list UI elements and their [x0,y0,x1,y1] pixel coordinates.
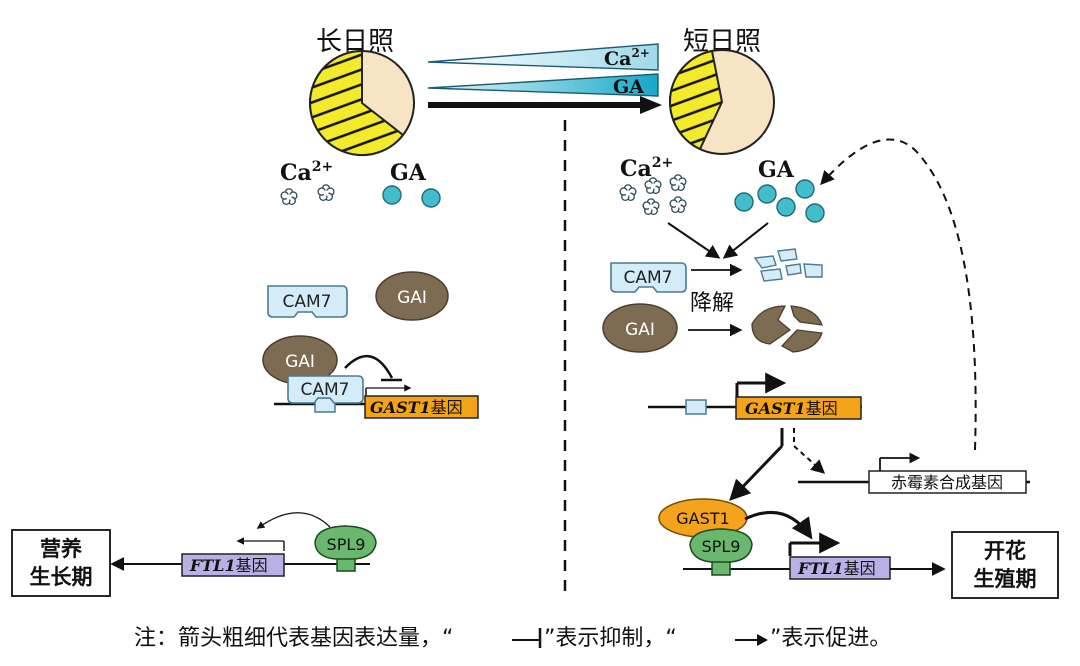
right-ftl1-gene: FTL1基因 [789,556,891,580]
svg-text:GAI: GAI [285,352,315,372]
left-gai-bound: GAI [262,335,338,385]
svg-text:赤霉素合成基因: 赤霉素合成基因 [891,473,1003,492]
ga-molecule-icon [795,179,815,199]
svg-text:”表示促进。: ”表示促进。 [770,626,891,651]
svg-text:GAST1基因: GAST1基因 [745,399,838,418]
ga-level-wedge: GA [427,73,659,98]
ca-ion-icon [317,184,335,202]
inhibition-arc [344,354,394,379]
svg-text:生殖期: 生殖期 [974,567,1037,591]
gast1-to-ga-synthesis-arrow [793,445,826,474]
svg-text:GA: GA [613,76,644,98]
ga-feedback-dashed-arrow [820,138,977,451]
right-ca-label: Ca2+ [620,155,673,182]
svg-text:FTL1基因: FTL1基因 [797,559,876,578]
degrade-label: 降解 [690,291,734,316]
svg-text:营养: 营养 [40,537,82,561]
ga-molecule-icon [382,185,402,205]
left-ga-label: GA [390,160,427,186]
ga-to-degrade-arrow [722,222,769,259]
svg-text:开花: 开花 [984,539,1026,563]
svg-text:生长期: 生长期 [30,565,93,589]
right-ga-label: GA [758,157,795,183]
svg-text:GAI: GAI [625,320,655,340]
svg-text:SPL9: SPL9 [702,537,741,556]
right-pie-chart [668,49,775,155]
right-gast1-gene: GAST1基因 [735,396,862,420]
ga-molecule-icon [776,197,796,217]
svg-text:”表示抑制，“: ”表示抑制，“ [544,626,677,651]
footnote: 注：箭头粗细代表基因表达量，“ ”表示抑制，“ ”表示促进。 [134,626,891,651]
gast1-promotes-ftl1-arrow [744,511,813,540]
svg-text:GAST1基因: GAST1基因 [370,398,463,417]
right-outcome-box: 开花 生殖期 [951,531,1059,599]
left-spl9-protein: SPL9 [314,525,377,560]
left-ca-label: Ca2+ [280,159,333,186]
ca-ion-icon [669,174,687,192]
svg-text:GAI: GAI [397,288,427,308]
left-outcome-box: 营养 生长期 [11,529,111,597]
svg-text:CAM7: CAM7 [283,292,332,312]
right-spl9-binding-site [711,560,731,576]
svg-text:Ca2+: Ca2+ [604,46,650,70]
left-spl9-activation-arrow [256,512,331,529]
day-length-arrow [428,96,662,114]
ga-molecule-icon [421,188,441,208]
ga-molecule-icon [734,192,754,212]
ca-ion-icon [669,196,687,214]
inhibit-legend-icon [512,628,542,648]
ca-to-degrade-arrow [667,222,721,259]
svg-text:注：箭头粗细代表基因表达量，“: 注：箭头粗细代表基因表达量，“ [134,626,453,651]
svg-text:FTL1基因: FTL1基因 [189,556,268,575]
degraded-gai-fragments [751,305,823,353]
svg-text:GAST1: GAST1 [676,509,729,528]
ca-ion-icon [619,184,637,202]
gast1-to-protein-arrow [729,444,784,502]
left-pie-chart [308,49,415,157]
left-gast1-gene: GAST1基因 [364,395,479,419]
ca-level-wedge: Ca2+ [427,43,659,71]
degraded-cam7-fragments [753,248,823,282]
ca-ion-icon [280,188,298,206]
right-gai-protein: GAI [602,303,678,353]
right-promoter-box [685,399,707,415]
svg-text:SPL9: SPL9 [327,535,366,554]
right-spl9-protein: SPL9 [689,528,753,563]
svg-text:CAM7: CAM7 [301,380,350,400]
left-gai-protein: GAI [375,271,449,321]
svg-text:CAM7: CAM7 [624,268,673,288]
left-ftl1-gene: FTL1基因 [181,553,285,577]
left-cam7-protein: CAM7 [267,285,348,318]
ca-ion-icon [642,198,660,216]
promote-legend-icon [735,634,768,646]
right-cam7-protein: CAM7 [610,262,687,293]
ga-synthesis-gene-box: 赤霉素合成基因 [868,470,1027,494]
left-cam7-bound: CAM7 [287,375,364,404]
ga-molecule-icon [757,184,777,204]
ga-molecule-icon [805,203,825,223]
